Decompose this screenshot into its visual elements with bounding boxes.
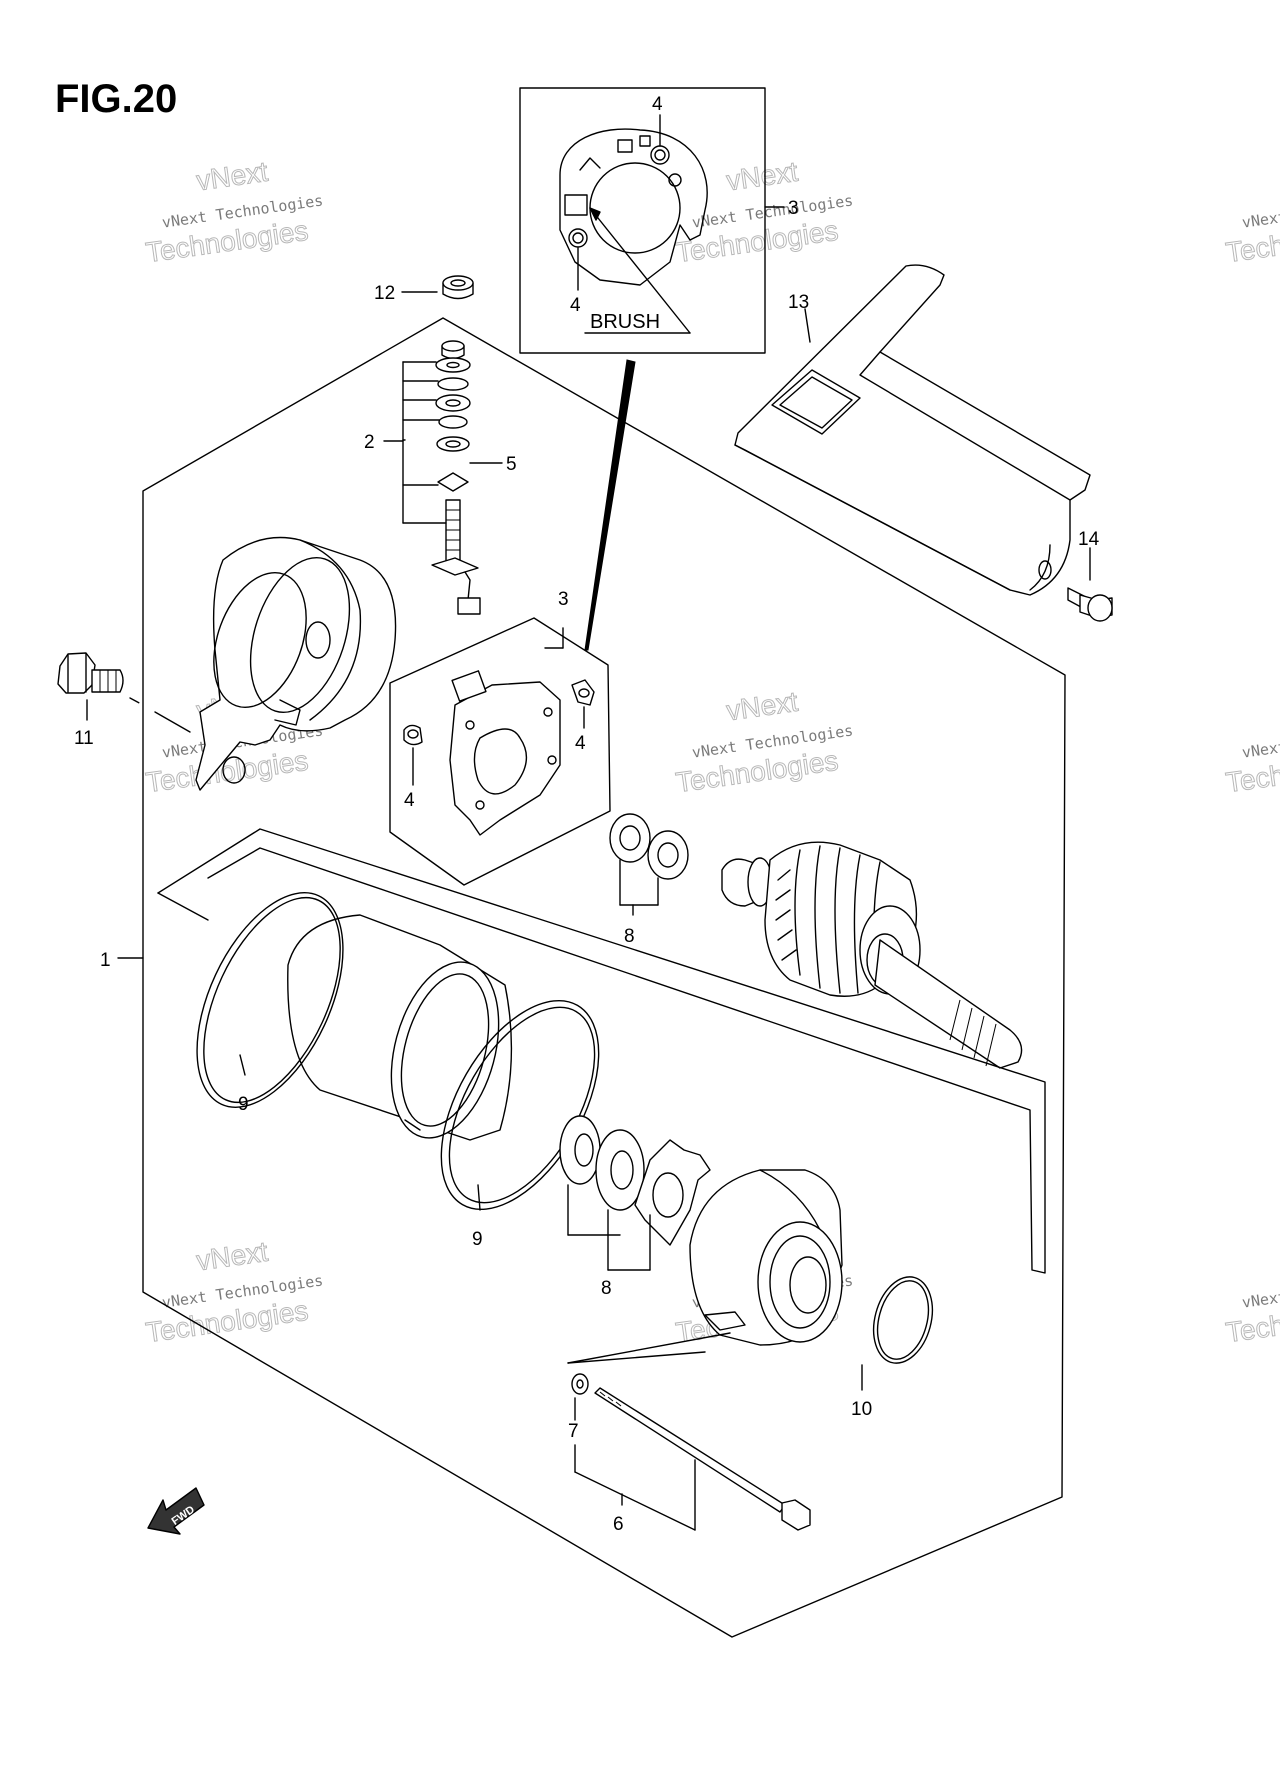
callout-1: 1 xyxy=(100,950,111,971)
callout-5: 5 xyxy=(506,454,517,475)
callout-2: 2 xyxy=(364,432,375,453)
callout-11: 11 xyxy=(74,728,94,749)
figure-title: FIG.20 xyxy=(55,77,177,121)
o-ring-9-left: 9 xyxy=(196,892,344,1115)
cover-13: 13 xyxy=(734,264,1091,596)
callout-4-left: 4 xyxy=(404,790,415,811)
washer-set-8-top: 8 xyxy=(609,813,689,947)
callout-12: 12 xyxy=(374,283,395,304)
bolt-11: 11 xyxy=(57,652,191,749)
callout-4-right: 4 xyxy=(575,733,586,754)
o-ring-10: 10 xyxy=(851,1276,934,1420)
brush-inset: BRUSH 4 4 3 xyxy=(519,87,799,354)
brush-holder-3: 3 4 4 xyxy=(389,589,611,886)
callout-10: 10 xyxy=(851,1399,872,1420)
callout-3: 3 xyxy=(558,589,569,610)
callout-4-inset-top: 4 xyxy=(652,94,663,115)
watermark: vNext vNext Technologies Technologies xyxy=(673,685,854,798)
brush-spring-top xyxy=(650,145,670,165)
rear-housing xyxy=(195,536,397,791)
callout-6: 6 xyxy=(613,1514,624,1535)
callout-8-top: 8 xyxy=(624,926,635,947)
brush-block xyxy=(564,194,588,216)
inset-frame xyxy=(519,87,766,354)
starter-motor-assembly-outline xyxy=(142,317,1066,1638)
nut-12: 12 xyxy=(374,275,474,304)
fwd-arrow-icon: FWD xyxy=(147,1487,205,1535)
watermark: vNext vNext Technologies Technologies xyxy=(143,1235,324,1348)
watermark-edge: vNext Technologies Technologies xyxy=(1223,721,1280,798)
through-bolt-set-6: 7 6 xyxy=(567,1332,811,1535)
callout-4-inset-bottom: 4 xyxy=(570,295,581,316)
yoke-housing xyxy=(157,828,1046,1274)
terminal-bolt-set-2: 2 5 xyxy=(364,340,517,615)
callout-9-mid: 9 xyxy=(472,1229,483,1250)
inset-leader xyxy=(584,359,636,651)
watermark-line1: vNext xyxy=(724,686,799,727)
callout-13: 13 xyxy=(788,292,809,313)
watermark-line2: vNext Technologies xyxy=(1241,191,1280,231)
watermark-line2: vNext Technologies xyxy=(1241,721,1280,761)
callout-8-bottom: 8 xyxy=(601,1278,612,1299)
bolt-14: 14 xyxy=(1067,529,1113,622)
callout-9-left: 9 xyxy=(238,1094,249,1115)
washer-set-8-bottom: 8 xyxy=(559,1115,711,1299)
callout-14: 14 xyxy=(1078,529,1100,550)
callout-3-inset: 3 xyxy=(788,198,799,219)
watermark-line1: vNext xyxy=(194,1236,269,1277)
watermark: vNext vNext Technologies Technologies xyxy=(143,155,324,268)
brush-spring-bottom xyxy=(568,228,588,248)
armature xyxy=(721,841,1023,1069)
watermark-line2: vNext Technologies xyxy=(1241,1271,1280,1311)
watermark-line1: vNext xyxy=(724,156,799,197)
brush-plate-bore xyxy=(589,162,681,254)
watermark: vNext vNext Technologies Technologies xyxy=(673,155,854,268)
watermark-edge: vNext Technologies Technologies xyxy=(1223,191,1280,268)
front-cover xyxy=(689,1169,843,1346)
brush-label: BRUSH xyxy=(590,311,660,333)
brush-plate xyxy=(559,128,708,286)
callout-7: 7 xyxy=(568,1421,579,1442)
watermark-edge: vNext Technologies Technologies xyxy=(1223,1271,1280,1348)
watermark-line1: vNext xyxy=(194,156,269,197)
